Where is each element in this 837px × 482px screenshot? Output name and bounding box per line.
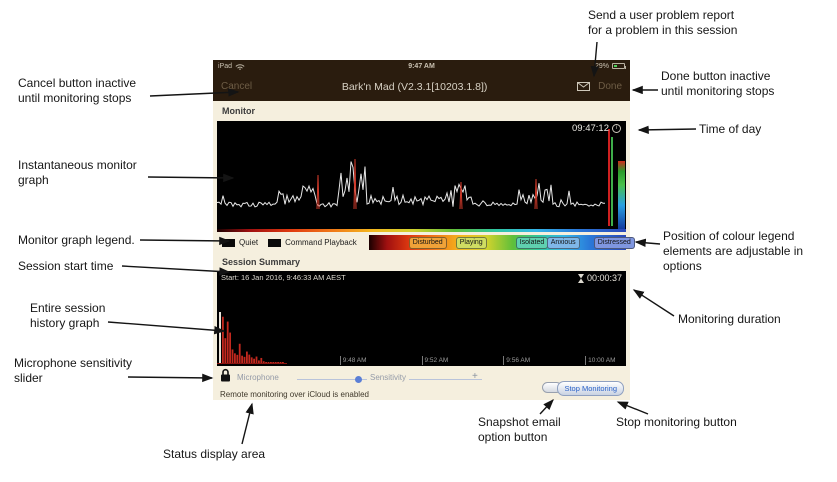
command-playback-label: Command Playback [285, 238, 357, 247]
bottom-controls: Microphone Sensitivity + Stop Monitoring… [217, 366, 626, 400]
app-title: Bark'n Mad (V2.3.1[10203.1.8]) [341, 80, 488, 93]
carrier-label: iPad [218, 62, 233, 70]
legend-badge-distressed[interactable]: Distressed [593, 236, 635, 249]
monitoring-duration: 00:00:37 [586, 273, 622, 283]
mic-lock-icon[interactable] [220, 368, 231, 382]
done-button[interactable]: Done [598, 81, 622, 92]
cancel-button[interactable]: Cancel [221, 81, 253, 92]
arrow-stop [616, 401, 649, 415]
sensitivity-plus-button[interactable]: + [472, 371, 478, 382]
legend-badge-isolated[interactable]: Isolated [515, 236, 549, 249]
quiet-swatch [222, 238, 235, 247]
monitor-color-strip [217, 229, 626, 232]
session-summary-header: Session Summary [222, 257, 301, 267]
legend-badge-disturbed[interactable]: Disturbed [408, 236, 447, 249]
quiet-label: Quiet [239, 238, 259, 247]
annotation-history-graph: Entire session history graph [30, 301, 106, 330]
stop-monitoring-button[interactable]: Stop Monitoring [557, 381, 624, 396]
annotation-duration: Monitoring duration [678, 312, 781, 326]
session-start-time: Start: 16 Jan 2016, 9:46:33 AM AEST [221, 273, 346, 282]
session-histogram [217, 312, 287, 364]
annotation-status-area: Status display area [163, 447, 266, 461]
time-of-day: 09:47:12 [572, 123, 609, 134]
arrow-snapshot [539, 398, 554, 415]
hourglass-icon [577, 273, 584, 283]
status-display: Remote monitoring over iCloud is enabled [220, 390, 369, 399]
status-bar-time: 9:47 AM [408, 62, 435, 70]
annotation-session-start: Session start time [18, 259, 114, 273]
problem-report-icon[interactable] [577, 82, 591, 91]
arrow-mic-slider [127, 373, 214, 383]
annotation-instant-graph: Instantaneous monitor graph [18, 158, 137, 187]
legend-badge-anxious[interactable]: Anxious [546, 236, 580, 249]
arrow-legend-position [634, 238, 661, 247]
wifi-icon [235, 63, 245, 70]
sensitivity-slider-knob[interactable] [355, 376, 362, 383]
annotation-stop: Stop monitoring button [616, 415, 737, 429]
session-history-graph: Start: 16 Jan 2016, 9:46:33 AM AEST 00:0… [217, 271, 626, 366]
monitor-waveform [217, 129, 613, 226]
ipad-screenshot: iPad 9:47 AM 29% Cancel Bark'n Mad (V2.3… [213, 60, 635, 400]
time-tick: 9:56 AM [503, 356, 530, 365]
arrow-history-graph [107, 321, 226, 335]
arrow-time-of-day [637, 125, 697, 135]
monitor-legend: Quiet Command Playback Disturbed Playing I… [217, 232, 635, 253]
time-tick: 10:00 AM [585, 356, 616, 365]
nav-bar: Cancel Bark'n Mad (V2.3.1[10203.1.8]) Do… [213, 72, 630, 101]
sensitivity-label: Sensitivity [367, 373, 410, 382]
battery-icon [612, 63, 626, 69]
annotation-legend-position: Position of colour legend elements are a… [663, 229, 804, 273]
annotation-problem-report: Send a user problem report for a problem… [588, 8, 738, 37]
annotation-mic-slider: Microphone sensitivity slider [14, 356, 133, 385]
annotation-time-of-day: Time of day [699, 122, 762, 136]
time-tick: 9:52 AM [421, 356, 448, 365]
legend-badge-playing[interactable]: Playing [455, 236, 487, 249]
ios-status-bar: iPad 9:47 AM 29% [213, 60, 630, 72]
monitor-section-header: Monitor [222, 106, 255, 116]
info-icon[interactable]: i [612, 124, 621, 133]
annotation-done-inactive: Done button inactive until monitoring st… [661, 69, 775, 98]
annotation-legend: Monitor graph legend. [18, 233, 135, 247]
command-playback-swatch [268, 238, 282, 247]
arrow-duration [632, 289, 675, 317]
time-axis: 9:48 AM 9:52 AM 9:56 AM 10:00 AM [217, 355, 626, 365]
annotation-cancel-inactive: Cancel button inactive until monitoring … [18, 76, 137, 105]
level-indicator [618, 161, 625, 229]
annotation-snapshot: Snapshot email option button [478, 415, 561, 444]
microphone-label: Microphone [237, 373, 279, 382]
battery-percent: 29% [594, 62, 609, 70]
monitor-graph: 09:47:12 i [217, 121, 626, 232]
arrow-status-area [241, 402, 254, 445]
time-tick: 9:48 AM [339, 356, 367, 365]
